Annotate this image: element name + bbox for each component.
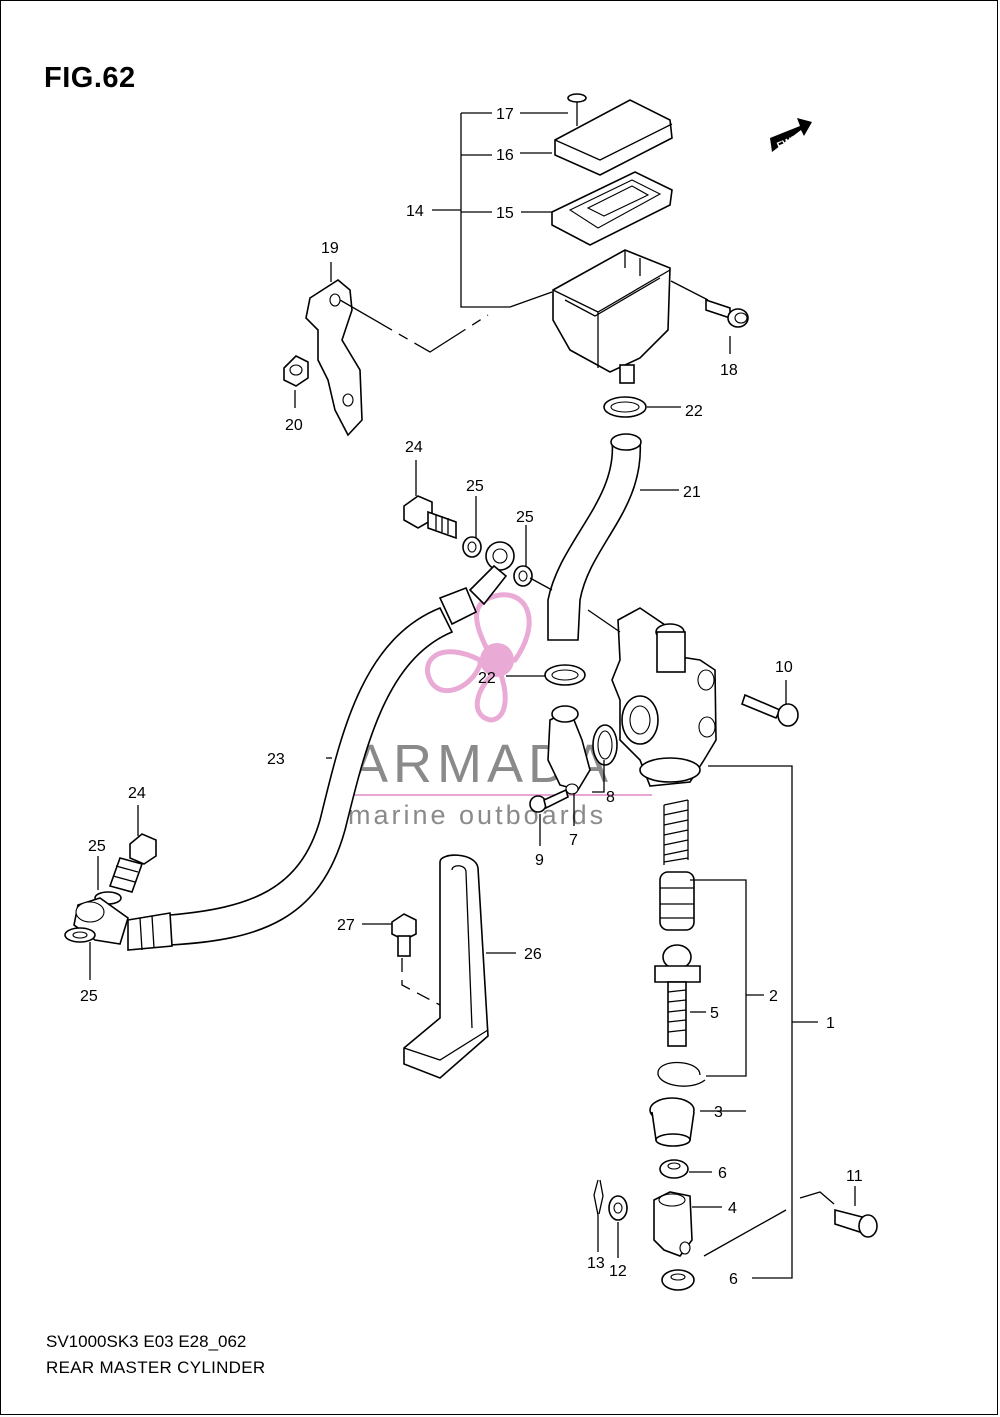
hose-clamp-lower-icon <box>544 664 586 686</box>
callout-24-lower: 24 <box>128 785 146 802</box>
forward-direction-arrow-icon: FWD <box>770 118 812 152</box>
callout-18: 18 <box>720 362 738 379</box>
figure-title: FIG.62 <box>44 62 136 94</box>
callout-19: 19 <box>321 240 339 257</box>
sealing-washer-upper-a-icon <box>462 536 482 558</box>
guard-bolt-icon <box>391 913 417 957</box>
washer-icon <box>608 1195 628 1221</box>
hose-guard-icon <box>403 854 489 1079</box>
clevis-pin-icon <box>834 1208 878 1238</box>
callout-15: 15 <box>496 205 514 222</box>
callout-25-lower-b: 25 <box>80 988 98 1005</box>
hose-clamp-upper-icon <box>603 396 647 418</box>
sealing-washer-lower-b-icon <box>64 927 96 943</box>
callout-21: 21 <box>683 484 701 501</box>
callout-3: 3 <box>714 1104 723 1121</box>
hose-fitting-elbow-icon <box>547 705 591 795</box>
callout-23: 23 <box>267 751 285 768</box>
callout-9: 9 <box>535 852 544 869</box>
callout-14: 14 <box>406 203 424 220</box>
callout-22-lower: 22 <box>478 670 496 687</box>
callout-27: 27 <box>337 917 355 934</box>
watermark-tagline: marine outboards <box>348 800 606 830</box>
callout-10: 10 <box>775 659 793 676</box>
callout-8: 8 <box>606 789 615 806</box>
union-bolt-upper-icon <box>403 495 457 540</box>
reservoir-cap-screw-icon <box>567 93 587 126</box>
callout-4: 4 <box>728 1200 737 1217</box>
reservoir-body-icon <box>552 249 671 384</box>
diagram-title: REAR MASTER CYLINDER <box>46 1358 266 1377</box>
callout-7: 7 <box>569 832 578 849</box>
callout-25-upper-b: 25 <box>516 509 534 526</box>
master-cylinder-body-icon <box>611 607 717 787</box>
callout-1: 1 <box>826 1015 835 1032</box>
fitting-screw-icon <box>529 788 569 813</box>
circlip-icon <box>657 1061 706 1087</box>
lock-nut-lower-icon <box>661 1269 695 1291</box>
callout-17: 17 <box>496 106 514 123</box>
callout-12: 12 <box>609 1263 627 1280</box>
model-code: SV1000SK3 E03 E28_062 <box>46 1332 247 1351</box>
bracket-nut-icon <box>283 355 309 387</box>
callout-11: 11 <box>846 1168 863 1185</box>
reservoir-bolt-icon <box>705 298 749 328</box>
sealing-washer-upper-b-icon <box>513 565 533 587</box>
union-bolt-lower-icon <box>108 833 157 893</box>
callout-2: 2 <box>769 988 778 1005</box>
reservoir-cap-icon <box>554 99 673 176</box>
callout-16: 16 <box>496 147 514 164</box>
leader-lines <box>89 112 856 1279</box>
cotter-pin-icon <box>593 1179 604 1216</box>
reservoir-bracket-icon <box>305 279 363 437</box>
reservoir-hose-icon <box>547 433 642 641</box>
piston-assembly-icon <box>659 871 695 931</box>
return-spring-icon <box>663 799 689 865</box>
brake-hose-icon <box>127 564 508 951</box>
callout-26: 26 <box>524 946 542 963</box>
callout-24-upper: 24 <box>405 439 423 456</box>
callout-25-lower-a: 25 <box>88 838 106 855</box>
clevis-icon <box>653 1191 693 1257</box>
lock-nut-upper-icon <box>659 1159 689 1179</box>
o-ring-icon <box>592 724 618 766</box>
callout-6-lower: 6 <box>729 1271 738 1288</box>
callout-22-upper: 22 <box>685 403 703 420</box>
reservoir-mount-bolt-icon <box>741 693 799 727</box>
callout-25-upper-a: 25 <box>466 478 484 495</box>
callout-20: 20 <box>285 417 303 434</box>
banjo-fitting-upper-icon <box>485 541 515 571</box>
push-rod-icon <box>654 944 701 1047</box>
callout-6-upper: 6 <box>718 1165 727 1182</box>
dust-boot-icon <box>649 1097 695 1147</box>
reservoir-diaphragm-plate-icon <box>551 171 673 246</box>
callout-13: 13 <box>587 1255 605 1272</box>
watermark-logo <box>425 592 532 723</box>
callout-5: 5 <box>710 1005 719 1022</box>
